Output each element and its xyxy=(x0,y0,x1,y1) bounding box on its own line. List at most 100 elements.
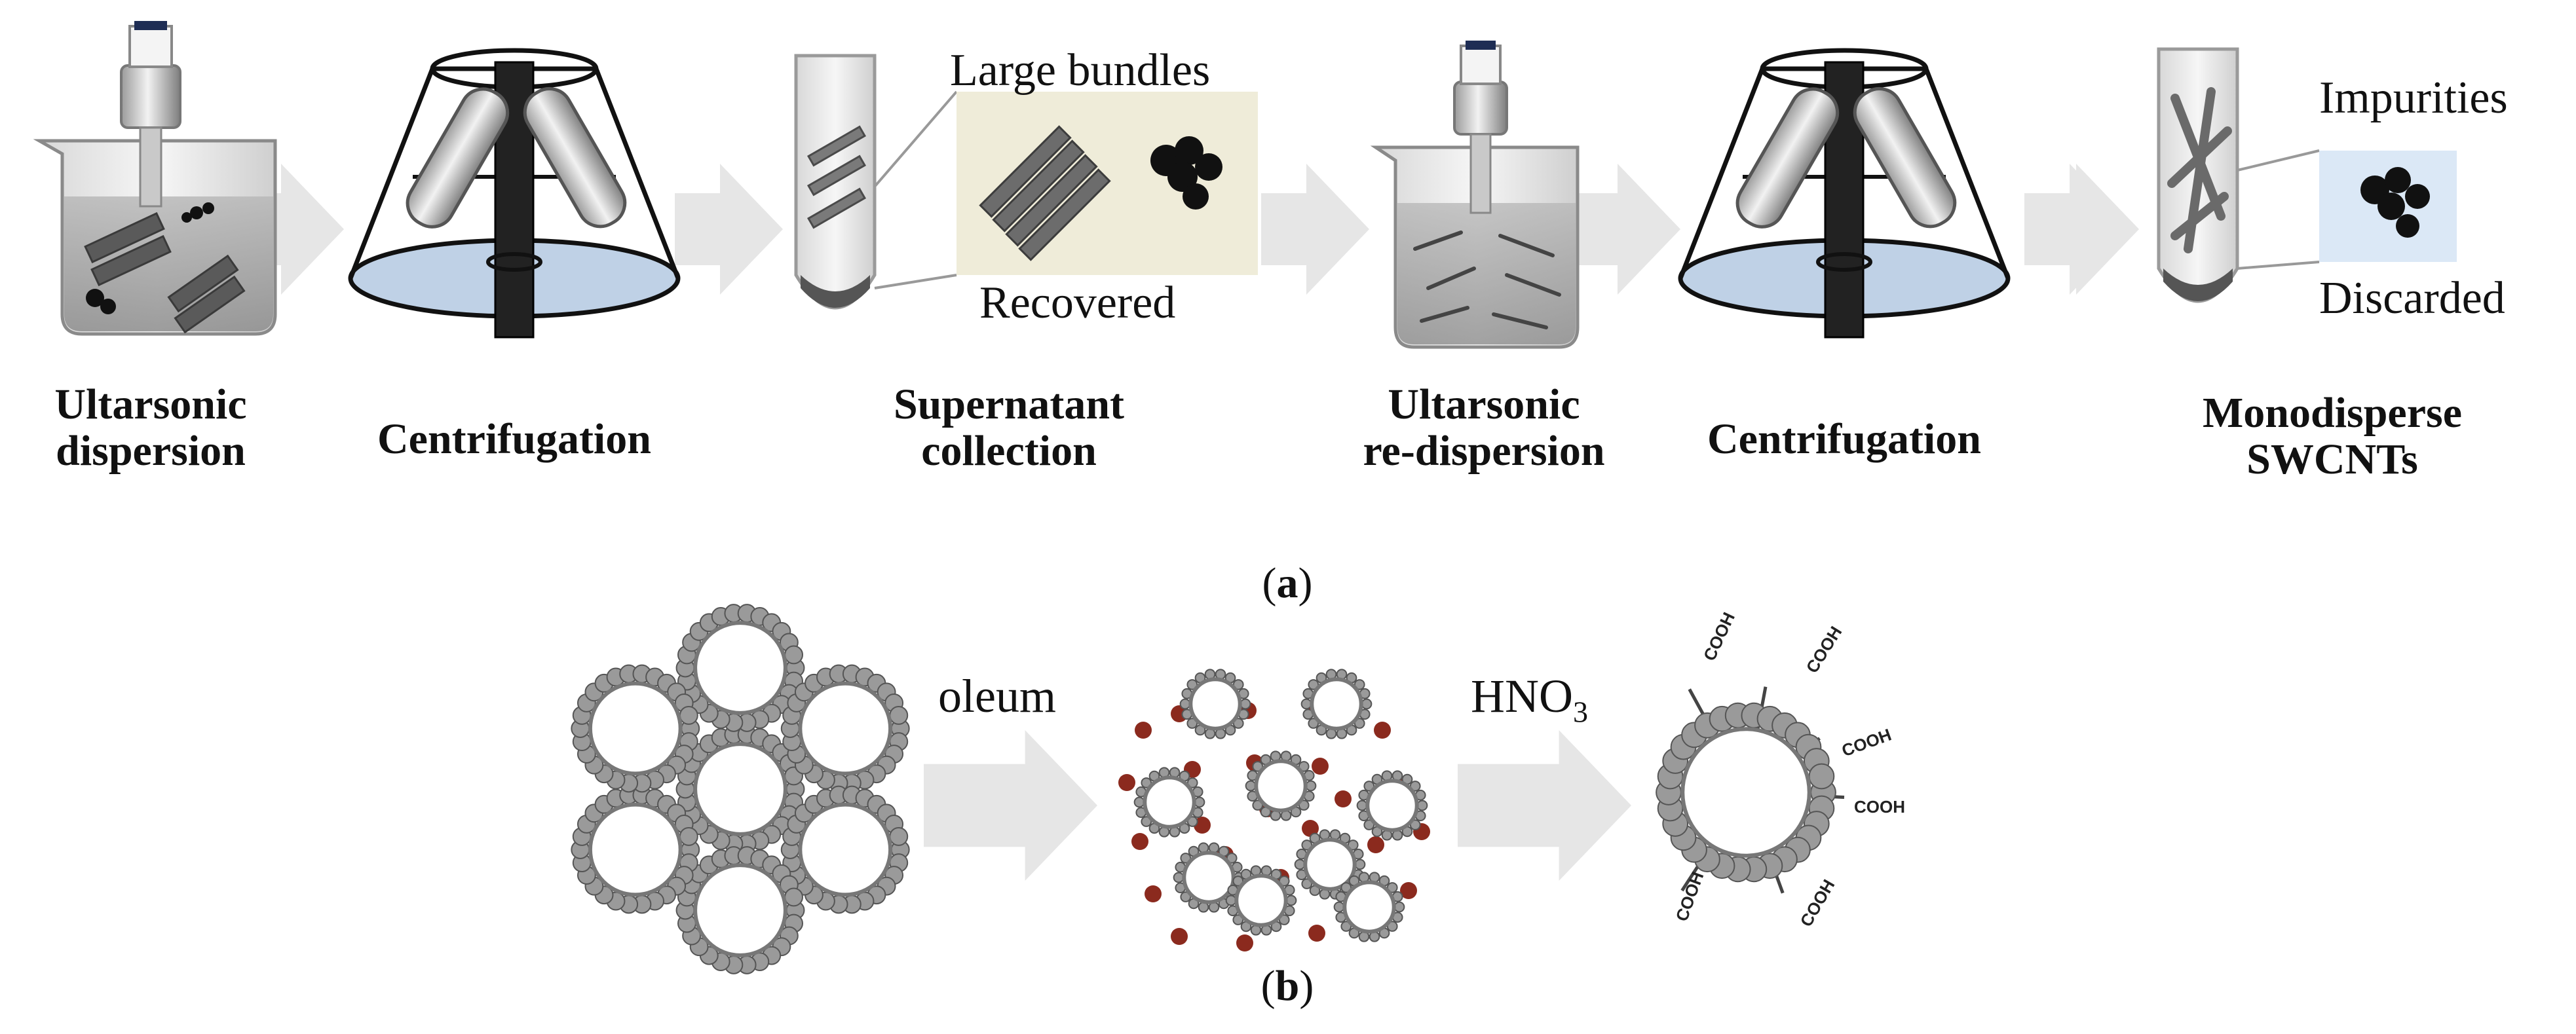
large-bundles-label: Large bundles xyxy=(950,45,1211,96)
step-label-line: Centrifugation xyxy=(1707,415,1981,463)
step-label-line: Supernatant xyxy=(893,380,1125,428)
tube-wall-bead xyxy=(1300,698,1312,710)
tube-cross-section xyxy=(1342,880,1396,934)
acid-molecule xyxy=(1135,722,1152,739)
tube-wall-bead xyxy=(784,645,803,665)
step-centrifugation-2: Centrifugation xyxy=(1644,415,2044,463)
tube-wall-bead xyxy=(889,705,909,725)
tube-wall-bead xyxy=(1416,800,1428,811)
tube-wall-bead xyxy=(1333,901,1345,913)
dispersed-nanotube xyxy=(1133,767,1205,838)
acid-molecule xyxy=(1118,774,1135,791)
tube-cross-section xyxy=(1254,759,1308,813)
tube-wall-bead xyxy=(1133,796,1145,808)
dispersed-nanotube xyxy=(1300,669,1373,739)
acid-molecule xyxy=(1308,925,1325,942)
acid-molecule xyxy=(1400,882,1417,899)
step-ultrasonic-dispersion: Ultarsonic dispersion xyxy=(13,381,288,475)
tube-wall-bead xyxy=(1305,780,1317,792)
dispersed-nanotube xyxy=(1333,872,1405,942)
tube-wall-bead xyxy=(889,826,909,846)
step-label-line: Ultarsonic xyxy=(1388,380,1580,428)
beaker-sonicator-icon xyxy=(33,21,277,336)
step-label-line: Ultarsonic xyxy=(54,380,247,428)
step-label-line: re-dispersion xyxy=(1363,427,1605,475)
tube-cross-section xyxy=(693,621,787,715)
step-monodisperse-swcnts: Monodisperse SWCNTs xyxy=(2162,390,2503,483)
beaker-redispersion-icon xyxy=(1370,41,1580,349)
flow-arrow xyxy=(675,164,783,295)
dispersed-nanotube xyxy=(1245,750,1317,821)
nanotube xyxy=(780,785,910,914)
discarded-label: Discarded xyxy=(2319,273,2505,323)
carboxylated-swcnt-icon xyxy=(1656,686,1845,894)
step-label-line: dispersion xyxy=(56,427,246,475)
tube-wall-bead xyxy=(679,826,698,846)
dispersed-nanotube xyxy=(1356,770,1428,841)
tube-wall-bead xyxy=(1808,763,1835,790)
monodisperse-tube-icon xyxy=(2157,47,2457,303)
swcnt-bundle-icon xyxy=(571,604,910,974)
acid-molecule xyxy=(1236,934,1253,951)
tube-cross-section xyxy=(1310,677,1363,731)
acid-molecule xyxy=(1131,833,1148,850)
acid-molecule xyxy=(1145,885,1162,902)
step-centrifugation: Centrifugation xyxy=(314,415,714,463)
acid-molecule xyxy=(1335,790,1352,807)
dispersed-nanotube xyxy=(1173,842,1245,913)
panel-b-label: (b) xyxy=(1260,962,1314,1010)
tube-cross-section xyxy=(1303,838,1357,891)
tube-wall-bead xyxy=(1294,859,1306,870)
step-label-line: Centrifugation xyxy=(377,415,651,463)
tube-wall-bead xyxy=(1356,800,1368,811)
tube-wall-bead xyxy=(1245,780,1257,792)
tube-cross-section xyxy=(798,681,893,776)
acid-molecule xyxy=(1302,820,1319,837)
nitric-acid-label: HNO3 xyxy=(1471,670,1588,729)
tube-cross-section xyxy=(1680,727,1811,858)
tube-wall-bead xyxy=(679,705,698,725)
functionalized-nanotube xyxy=(1656,702,1836,883)
tube-wall-bead xyxy=(1173,872,1184,883)
step-label-line: Monodisperse xyxy=(2203,389,2462,437)
nanotube xyxy=(571,785,700,914)
step-label-line: SWCNTs xyxy=(2246,435,2418,484)
nanotube xyxy=(571,664,700,793)
centrifuge-icon xyxy=(1680,50,2008,337)
oleum-label: oleum xyxy=(938,670,1056,722)
dispersed-swcnt-icon xyxy=(1118,669,1430,951)
tube-wall-bead xyxy=(1393,901,1405,913)
tube-cross-section xyxy=(693,742,787,836)
tube-cross-section xyxy=(588,681,683,776)
tube-cross-section xyxy=(798,802,893,897)
tube-wall-bead xyxy=(1179,698,1191,710)
tube-wall-bead xyxy=(1240,698,1251,710)
tube-wall-bead xyxy=(1225,895,1237,906)
tube-wall-bead xyxy=(1354,859,1366,870)
tube-cross-section xyxy=(1188,677,1242,731)
flow-arrow xyxy=(2031,164,2139,295)
step-label-line: collection xyxy=(921,427,1097,475)
supernatant-tube-icon xyxy=(794,54,1258,310)
flow-arrow xyxy=(1261,164,1369,295)
nanotube xyxy=(780,664,910,793)
nanotube xyxy=(675,846,805,974)
step-supernatant-collection: Supernatant collection xyxy=(845,381,1173,475)
tube-wall-bead xyxy=(1285,895,1297,906)
tube-wall-bead xyxy=(1194,796,1205,808)
acid-molecule xyxy=(1312,758,1329,775)
step-ultrasonic-redispersion: Ultarsonic re-dispersion xyxy=(1330,381,1638,475)
centrifuge-icon xyxy=(348,48,681,339)
dispersed-nanotube xyxy=(1179,669,1251,739)
acid-molecule xyxy=(1367,836,1384,853)
flow-arrow xyxy=(1458,730,1631,881)
dispersed-nanotube xyxy=(1225,865,1297,936)
impurities-label: Impurities xyxy=(2319,73,2508,123)
tube-cross-section xyxy=(1365,779,1419,832)
tube-wall-bead xyxy=(784,887,803,907)
tube-cross-section xyxy=(588,802,683,897)
reaction-arrows xyxy=(924,730,1631,881)
recovered-label: Recovered xyxy=(979,278,1176,328)
tube-cross-section xyxy=(1143,775,1196,829)
